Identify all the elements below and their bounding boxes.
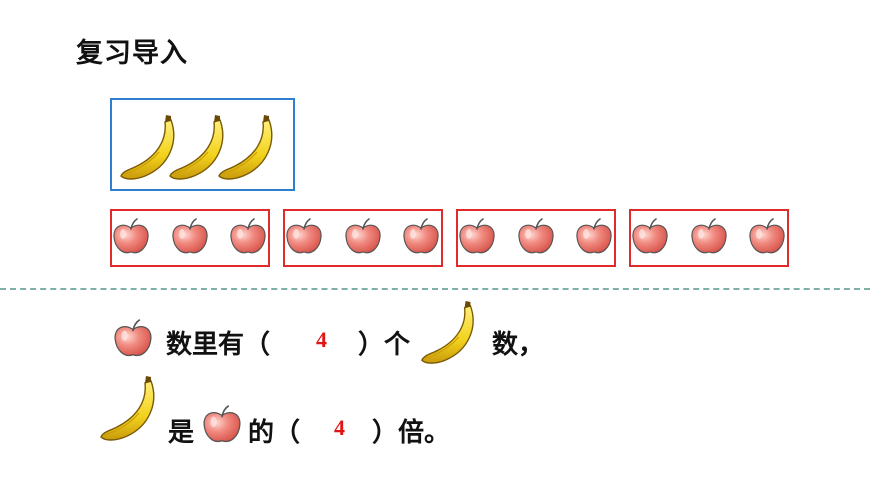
apple-icon xyxy=(574,217,614,257)
apple-icon xyxy=(170,217,210,257)
apple-group-box xyxy=(110,209,270,267)
page-title: 复习导入 xyxy=(76,38,188,69)
apple-icon xyxy=(457,217,497,257)
apple-icon xyxy=(689,217,729,257)
banana-icon xyxy=(418,300,484,368)
apple-icon xyxy=(111,217,151,257)
apple-icon xyxy=(228,217,268,257)
banana-icon xyxy=(214,114,284,184)
apple-icon xyxy=(112,318,154,360)
sentence2-answer: 4 xyxy=(334,415,345,440)
apple-icon xyxy=(201,404,243,446)
sentence1-part1: 数里有（ xyxy=(166,330,271,360)
sentence1-answer: 4 xyxy=(316,327,327,352)
apple-icon xyxy=(630,217,670,257)
apple-icon xyxy=(284,217,324,257)
section-divider xyxy=(0,288,870,290)
sentence2-part1: 是 xyxy=(168,418,195,448)
banana-icon xyxy=(98,375,164,445)
banana-group-box xyxy=(110,98,295,191)
sentence1-part2: ）个 xyxy=(358,330,411,360)
apple-group-box xyxy=(456,209,616,267)
apple-icon xyxy=(343,217,383,257)
sentence1-part3: 数， xyxy=(492,330,545,360)
apple-group-box xyxy=(629,209,789,267)
apple-icon xyxy=(516,217,556,257)
apple-icon xyxy=(401,217,441,257)
apple-group-box xyxy=(283,209,443,267)
sentence2-part2: 的（ xyxy=(248,418,301,448)
sentence2-part3: ）倍。 xyxy=(372,418,451,448)
apple-icon xyxy=(747,217,787,257)
